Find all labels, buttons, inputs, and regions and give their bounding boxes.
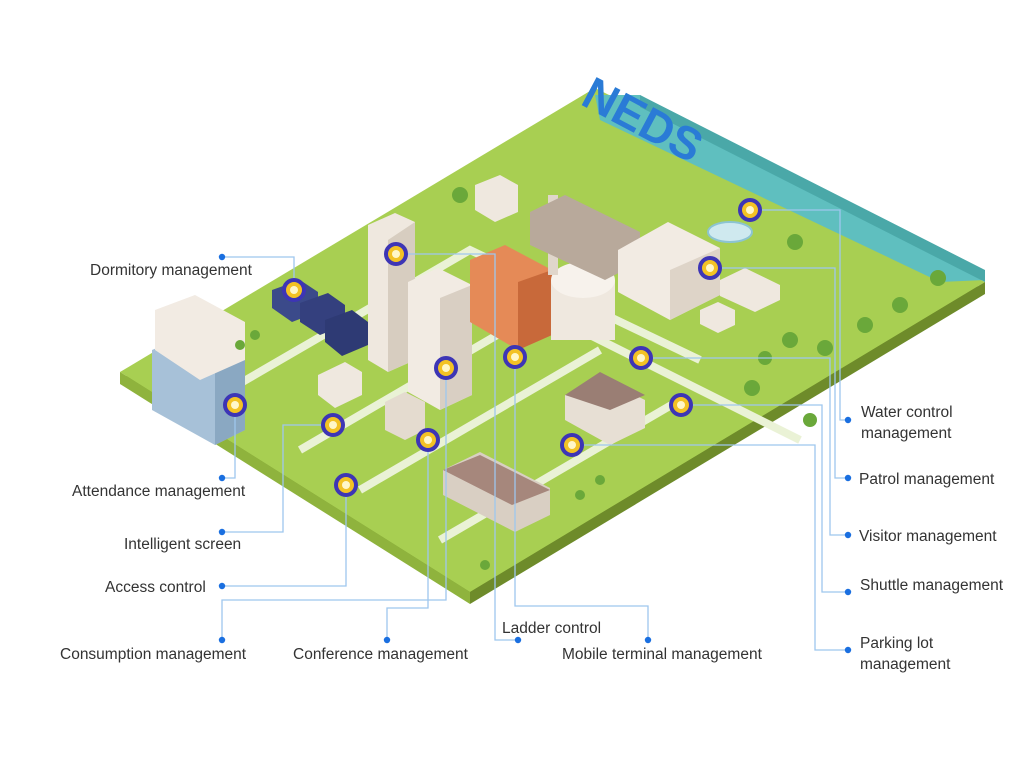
marker-ladder[interactable]	[384, 242, 408, 266]
connector-mobile-terminal	[514, 357, 649, 640]
connector-attendance	[222, 405, 236, 479]
label-access-control[interactable]: Access control	[105, 579, 206, 596]
marker-conference[interactable]	[416, 428, 440, 452]
marker-mobile-terminal[interactable]	[503, 345, 527, 369]
river	[595, 95, 985, 282]
marker-intelligent-screen[interactable]	[321, 413, 345, 437]
ground-platform	[120, 88, 985, 604]
marker-access-control[interactable]	[334, 473, 358, 497]
marker-visitor[interactable]	[629, 346, 653, 370]
label-conference-management[interactable]: Conference management	[293, 646, 468, 663]
label-consumption-management[interactable]: Consumption management	[60, 646, 247, 663]
marker-parking-lot[interactable]	[560, 433, 584, 457]
connector-consumption	[221, 368, 447, 640]
connector-access-control	[222, 485, 347, 587]
label-water-control-management[interactable]: Water control management	[861, 404, 953, 442]
marker-water-control[interactable]	[738, 198, 762, 222]
marker-attendance[interactable]	[223, 393, 247, 417]
connector-parking-lot	[572, 444, 848, 651]
label-dormitory-management[interactable]: Dormitory management	[90, 262, 252, 279]
connector-visitor	[641, 357, 848, 536]
connector-ladder	[396, 253, 518, 641]
label-patrol-management[interactable]: Patrol management	[859, 471, 995, 488]
label-mobile-terminal-management[interactable]: Mobile terminal management	[562, 646, 762, 663]
buildings	[152, 175, 780, 532]
connector-conference	[386, 440, 429, 640]
label-attendance-management[interactable]: Attendance management	[72, 483, 246, 500]
label-parking-lot-management[interactable]: Parking lot management	[860, 635, 951, 673]
hotspot-markers	[223, 198, 762, 497]
label-shuttle-management[interactable]: Shuttle management	[860, 577, 1004, 594]
connector-intelligent-screen	[222, 424, 333, 533]
marker-shuttle[interactable]	[669, 393, 693, 417]
marker-consumption[interactable]	[434, 356, 458, 380]
connector-patrol	[710, 267, 848, 479]
connector-dots	[218, 253, 852, 654]
marker-dormitory[interactable]	[282, 278, 306, 302]
connector-water-control	[750, 209, 848, 421]
label-intelligent-screen[interactable]: Intelligent screen	[124, 536, 242, 553]
label-visitor-management[interactable]: Visitor management	[859, 528, 997, 545]
connector-shuttle	[681, 404, 848, 593]
marker-patrol[interactable]	[698, 256, 722, 280]
trees	[235, 187, 946, 570]
label-ladder-control[interactable]: Ladder control	[502, 620, 602, 637]
connector-lines	[221, 209, 848, 651]
